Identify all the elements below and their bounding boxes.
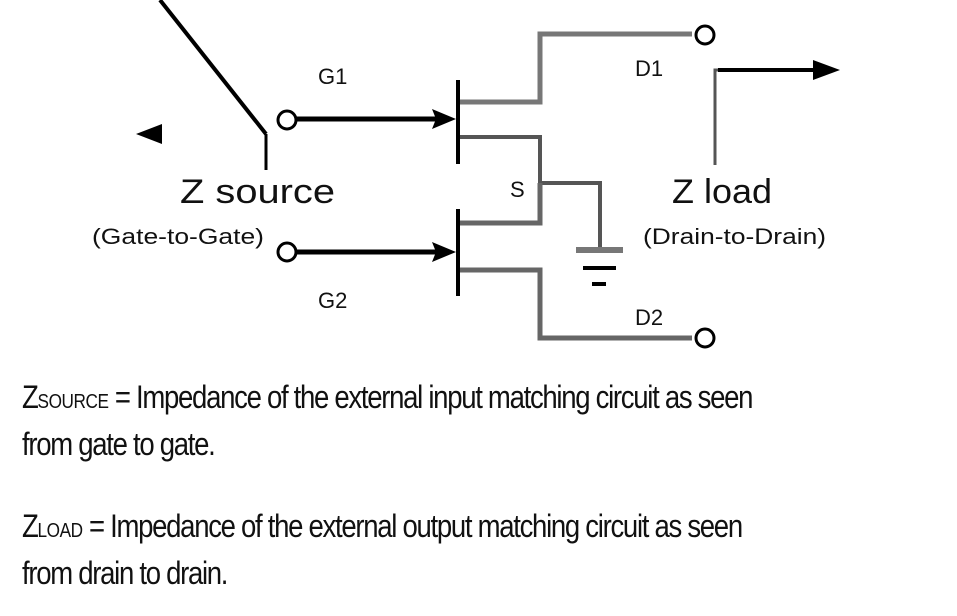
label-z-load-sub: (Drain-to-Drain) (643, 224, 826, 249)
arrow-g2-icon (432, 242, 456, 262)
definition-z-load-line2: from drain to drain. (22, 555, 228, 591)
arrow-left-icon (136, 124, 162, 144)
label-g1: G1 (318, 64, 347, 89)
wire-source-lower (460, 183, 543, 226)
terminal-g2 (276, 241, 298, 263)
label-z-source: Z source (180, 173, 335, 211)
arrow-right-icon (813, 60, 840, 80)
definition-z-source-line2: from gate to gate. (22, 426, 216, 462)
definition-z-source-line1: ZSOURCE = Impedance of the external inpu… (22, 376, 754, 423)
push-pull-circuit-diagram: G1 G2 D1 D2 S Z source (Gate-to-Gate) Z … (92, 0, 840, 349)
wire-d1 (460, 31, 692, 105)
subscript-source: SOURCE (37, 391, 109, 413)
symbol-z: Z (22, 508, 39, 544)
terminal-d1 (694, 24, 716, 46)
label-z-source-sub: (Gate-to-Gate) (92, 224, 264, 249)
label-s: S (510, 177, 525, 202)
wire-d2 (460, 267, 692, 341)
subscript-load: LOAD (37, 520, 84, 542)
label-g2: G2 (318, 288, 347, 313)
definition-text: = Impedance of the external input matchi… (108, 379, 754, 415)
z-load-arrow (713, 60, 840, 165)
definition-text: = Impedance of the external output match… (82, 508, 743, 544)
definition-z-source: ZSOURCE = Impedance of the external inpu… (22, 376, 754, 465)
terminal-d2 (694, 327, 716, 349)
label-d2: D2 (635, 305, 663, 330)
terminal-g1 (276, 109, 298, 131)
definition-z-load: ZLOAD = Impedance of the external output… (22, 505, 743, 594)
ground-icon (576, 247, 623, 286)
label-d1: D1 (635, 56, 663, 81)
z-source-arrow (136, 0, 268, 170)
arrow-g1-icon (432, 109, 456, 129)
symbol-z: Z (22, 379, 39, 415)
wire-source-upper (460, 135, 602, 250)
label-z-load: Z load (672, 173, 772, 211)
definition-z-load-line1: ZLOAD = Impedance of the external output… (22, 505, 743, 552)
